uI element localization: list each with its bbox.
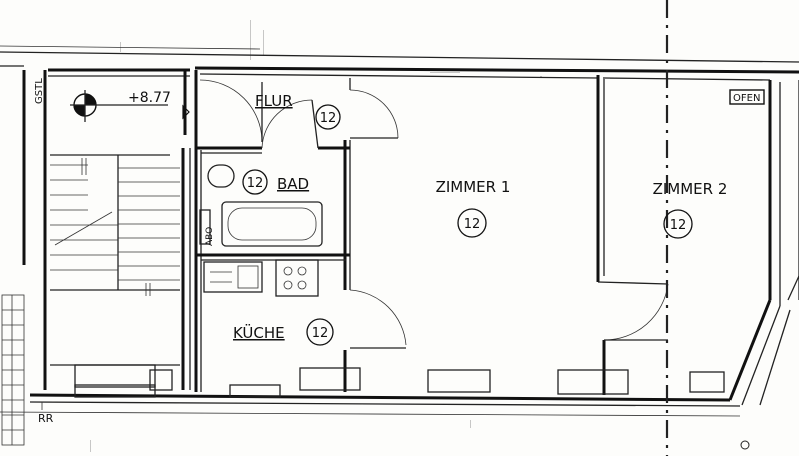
room-area-zimmer1: 12 — [464, 217, 481, 232]
kitchen-fixtures — [203, 259, 319, 297]
rr-label: RR — [38, 412, 54, 425]
ofen-label: OFEN — [733, 93, 760, 104]
interior-walls — [194, 70, 799, 406]
outer-walls — [0, 45, 799, 417]
room-area-circle-flur — [315, 104, 341, 130]
room-area-circle-zimmer1 — [457, 208, 487, 238]
room-name-flur: FLUR — [255, 92, 293, 110]
room-name-zimmer1: ZIMMER 1 — [436, 178, 511, 196]
room-area-flur: 12 — [320, 111, 337, 126]
room-area-bad: 12 — [247, 176, 264, 191]
room-area-circle-bad — [242, 169, 268, 195]
abo-label: ABO — [205, 227, 215, 246]
room-area-circle-zimmer2 — [663, 209, 693, 239]
room-area-zimmer2: 12 — [670, 218, 687, 233]
level-marker-text: +8.77 — [128, 90, 171, 106]
staircase — [1, 70, 191, 446]
gstl-label: GSTL — [34, 78, 45, 104]
room-name-kueche: KÜCHE — [233, 323, 285, 342]
doors — [199, 79, 669, 349]
room-area-circle-kueche — [306, 318, 334, 346]
ofen-stove — [729, 89, 765, 105]
scan-texture — [90, 20, 650, 452]
windows — [74, 367, 725, 398]
bathroom-fixtures — [199, 164, 323, 247]
room-area-kueche: 12 — [312, 326, 329, 341]
room-name-zimmer2: ZIMMER 2 — [653, 180, 728, 198]
section-mark — [740, 440, 750, 450]
level-marker: +8.77 — [70, 90, 190, 122]
room-name-bad: BAD — [277, 175, 309, 193]
